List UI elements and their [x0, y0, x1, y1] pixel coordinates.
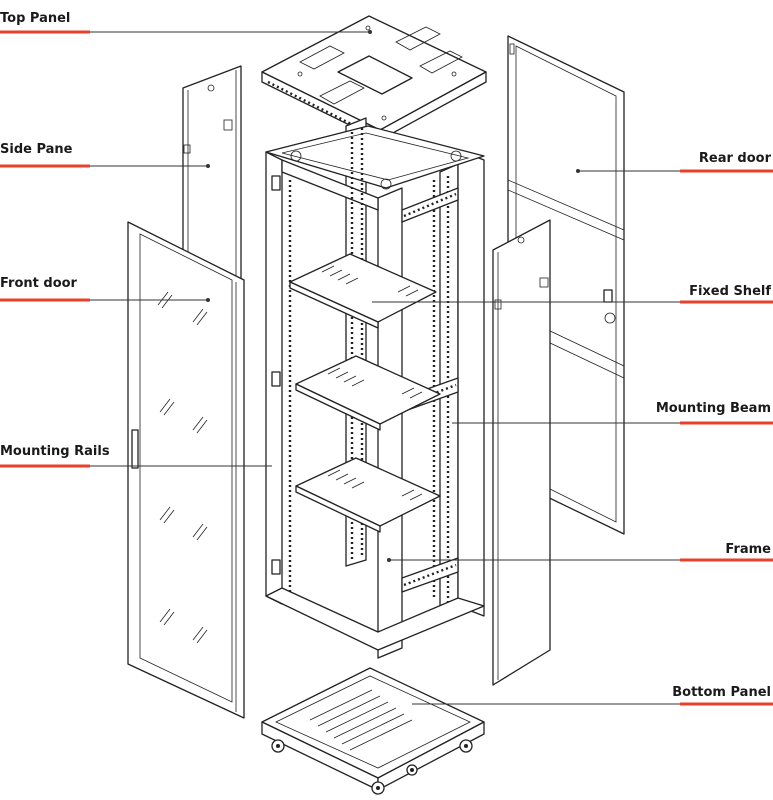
top-panel-part	[261, 15, 487, 141]
label-bottom-panel-text: Bottom Panel	[672, 685, 771, 700]
label-rear-door: Rear door	[576, 151, 773, 173]
label-frame-text: Frame	[725, 542, 771, 557]
bottom-panel-part	[261, 667, 485, 795]
label-fixed-shelf-text: Fixed Shelf	[689, 284, 771, 299]
right-side-panel-part	[492, 219, 551, 686]
label-mounting-rails-text: Mounting Rails	[0, 444, 110, 459]
label-top-panel: Top Panel	[0, 11, 372, 34]
label-frame: Frame	[387, 542, 773, 562]
front-door-part	[127, 221, 245, 719]
label-fixed-shelf: Fixed Shelf	[372, 284, 773, 304]
label-front-door-text: Front door	[0, 276, 78, 291]
label-mounting-beam: Mounting Beam	[452, 401, 773, 425]
label-mounting-beam-text: Mounting Beam	[656, 401, 771, 416]
label-top-panel-text: Top Panel	[0, 11, 70, 26]
label-rear-door-text: Rear door	[699, 151, 772, 166]
label-side-pane-text: Side Pane	[0, 142, 73, 157]
label-mounting-rails: Mounting Rails	[0, 444, 272, 468]
side-pane-part	[182, 65, 242, 293]
label-front-door: Front door	[0, 276, 210, 302]
fixed-shelves-part	[289, 253, 441, 533]
label-bottom-panel: Bottom Panel	[412, 685, 773, 706]
label-side-pane: Side Pane	[0, 142, 210, 168]
